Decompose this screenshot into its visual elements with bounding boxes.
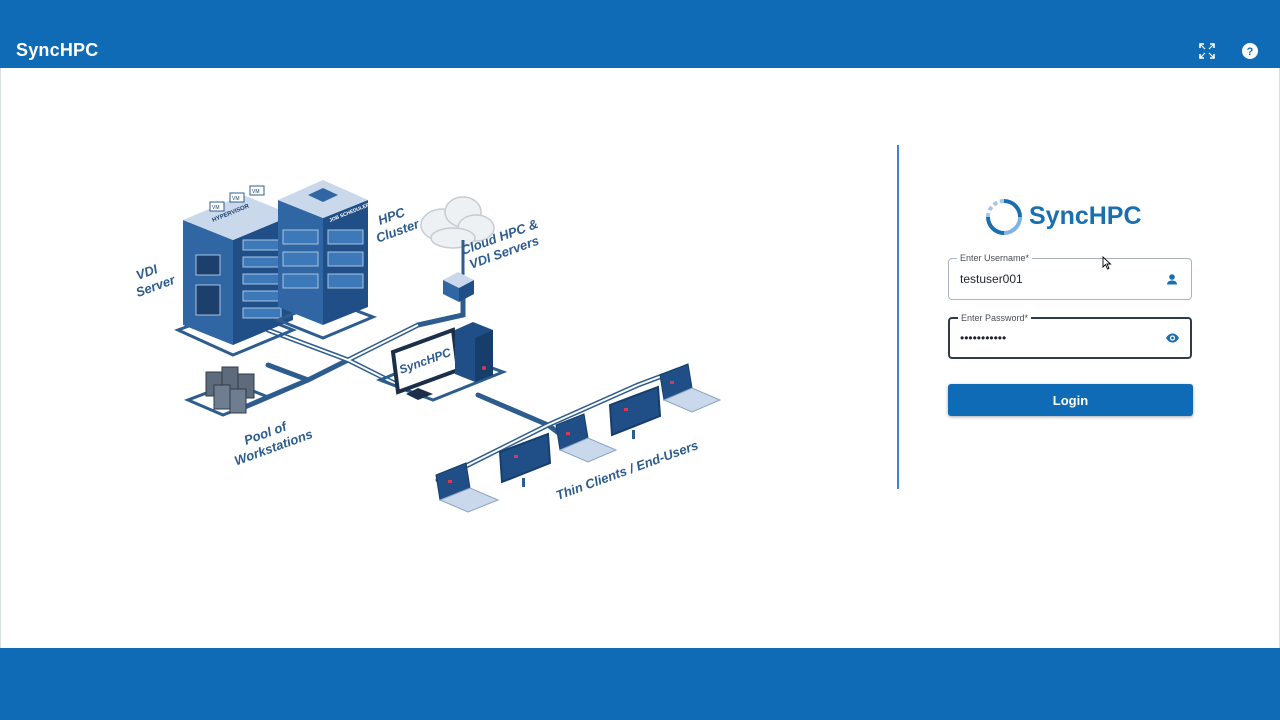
vm-label: VM — [212, 205, 220, 211]
password-field[interactable]: Enter Password* — [948, 312, 1192, 359]
vm-label: VM — [252, 189, 260, 195]
app-footer — [0, 648, 1280, 720]
app-title: SyncHPC — [16, 40, 99, 60]
svg-text:HPC Cluster: HPC Cluster — [368, 201, 422, 246]
password-input[interactable] — [960, 319, 1160, 357]
user-icon — [1165, 272, 1179, 286]
vdi-server-label-line1: VDI — [134, 261, 160, 283]
app-header: SyncHPC ? — [0, 34, 1280, 68]
synchpc-logo-icon — [986, 199, 1022, 235]
username-input[interactable] — [960, 259, 1160, 299]
top-bar — [0, 0, 1280, 36]
vertical-divider — [897, 145, 899, 489]
login-logo-text: SyncHPC — [1029, 202, 1142, 230]
help-icon[interactable]: ? — [1241, 42, 1259, 60]
fullscreen-icon[interactable] — [1198, 42, 1216, 60]
vm-label: VM — [232, 196, 240, 202]
architecture-illustration: HYPERVISOR VM VM VM VDI Server JOB SC — [118, 160, 738, 530]
svg-text:Pool of Workstations: Pool of Workstations — [227, 411, 315, 468]
eye-icon[interactable] — [1165, 331, 1179, 345]
mouse-cursor-icon — [1102, 255, 1112, 275]
username-field[interactable]: Enter Username* — [948, 252, 1192, 300]
svg-text:?: ? — [1247, 46, 1254, 58]
login-button[interactable]: Login — [948, 384, 1193, 416]
svg-text:VDI Server: VDI Server — [128, 257, 178, 300]
